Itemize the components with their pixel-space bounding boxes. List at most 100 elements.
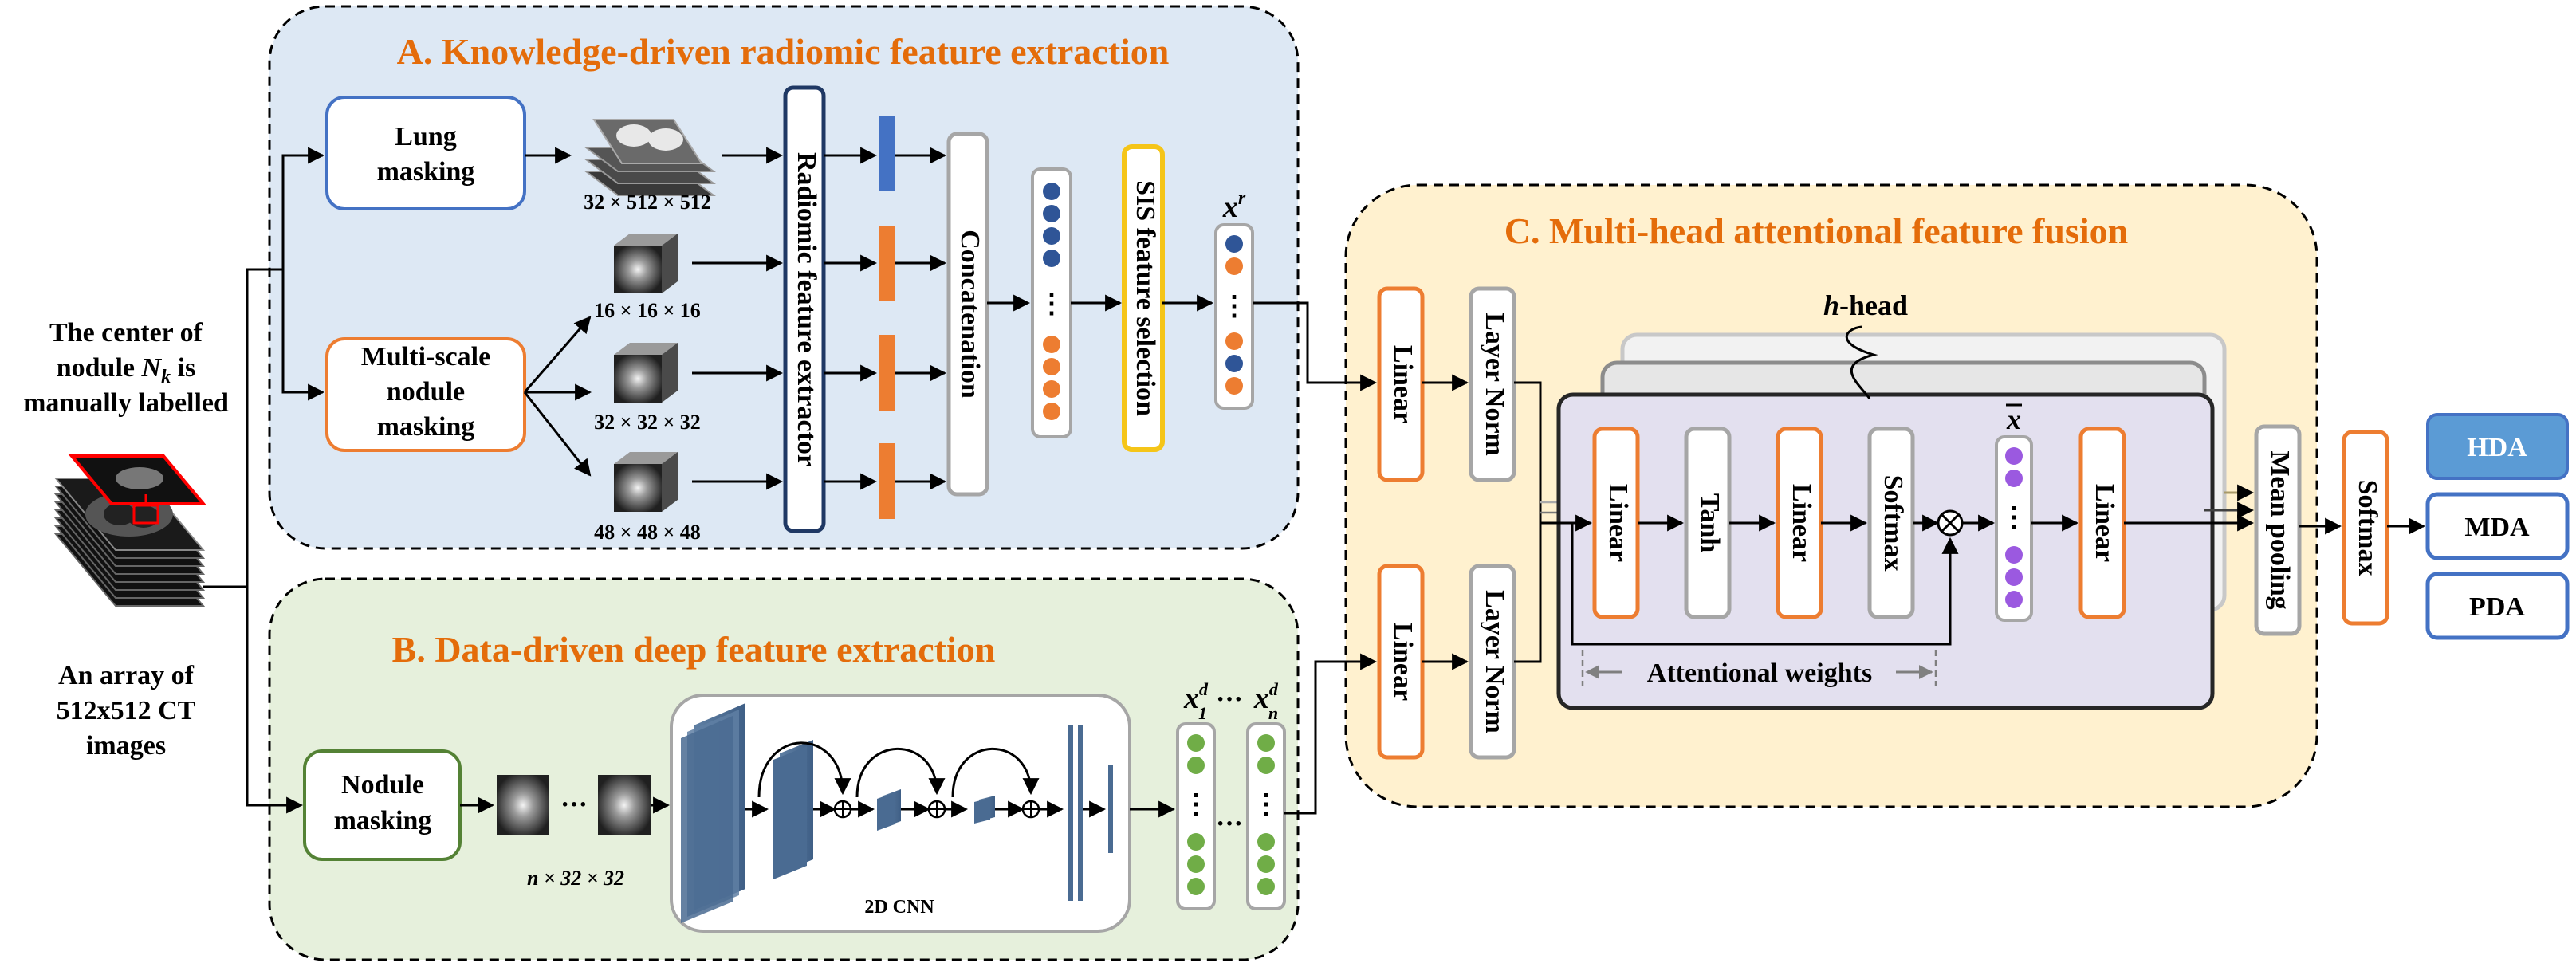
array-label-line2: 512x512 CT [57,696,196,725]
x1d-vector: ⋮ [1176,722,1216,910]
linear-top-box: Linear [1377,286,1425,482]
feature-bar-lung [879,116,895,191]
svg-text:Multi-scale: Multi-scale [361,342,490,371]
nodule-slice-n [598,775,651,835]
svg-text:MDA: MDA [2464,513,2530,542]
attentional-weights-label: Attentional weights [1647,658,1872,688]
mean-pooling-box: Mean pooling [2254,424,2302,636]
cnn-container: 2D CNN [670,694,1131,933]
panel-c-title: C. Multi-head attentional feature fusion [1504,210,2128,251]
ct-slices [53,478,206,607]
linear-bottom-box: Linear [1377,564,1425,760]
svg-text:Radiomic feature extractor: Radiomic feature extractor [792,152,821,466]
concat-vector: ⋮ [1031,167,1072,438]
nodule-highlight-slice [68,454,207,505]
svg-text:Linear: Linear [1388,345,1418,423]
final-softmax-box: Softmax [2342,430,2389,626]
svg-text:Linear: Linear [1787,484,1816,562]
h-head-brace [1845,325,1878,399]
class-pda: PDA [2425,572,2570,640]
concatenation-box: Concatenation [946,132,989,497]
ct-stack-icon [53,454,207,607]
svg-text:Layer Norm: Layer Norm [1480,590,1509,733]
lung-dims: 32 × 512 × 512 [584,191,711,214]
slice-dims: n × 32 × 32 [527,867,624,890]
svg-text:⋮: ⋮ [1221,292,1248,321]
svg-text:Softmax: Softmax [2353,480,2382,576]
svg-text:⋮: ⋮ [1253,790,1280,820]
lung-volume-icon [584,119,716,196]
dots-between-vectors: ··· [1216,685,1243,714]
svg-text:Mean pooling: Mean pooling [2265,450,2295,609]
xr-label: xr [1222,188,1246,224]
svg-text:⋮: ⋮ [2000,503,2027,533]
dims-48: 48 × 48 × 48 [594,521,701,544]
xbar-vector: ⋮ [1995,435,2033,622]
svg-text:nodule: nodule [387,377,465,407]
cnn-layer-block-1 [681,703,745,923]
nodule-cube-16 [614,234,678,293]
array-label-line3: images [86,731,166,761]
flatten-bar-2 [1078,725,1083,901]
nodule-masking-box: Nodule masking [303,749,462,861]
array-label-line1: An array of [58,661,195,690]
svg-text:⋮: ⋮ [1182,790,1209,820]
xr-vector: ⋮ [1214,223,1254,410]
svg-text:Softmax: Softmax [1878,475,1908,572]
nodule-slice-1 [497,775,549,835]
cnn-label: 2D CNN [864,897,934,918]
lung-masking-box: Lung masking [325,96,526,210]
dims-32: 32 × 32 × 32 [594,411,701,434]
cnn-layer-block-3 [877,789,901,831]
dims-16: 16 × 16 × 16 [594,299,701,322]
svg-text:masking: masking [334,806,432,835]
cnn-layer-block-2 [773,740,813,879]
head-tanh: Tanh [1684,427,1732,619]
svg-text:masking: masking [377,157,475,187]
svg-text:Layer Norm: Layer Norm [1480,313,1509,456]
feature-bar-32 [879,335,895,411]
svg-text:Concatenation: Concatenation [955,230,985,399]
h-head-label: h-head [1823,289,1908,321]
multiscale-masking-box: Multi-scale nodule masking [325,337,526,452]
svg-text:Linear: Linear [2090,484,2119,562]
input-trunk-line [203,268,283,588]
svg-text:SIS feature selection: SIS feature selection [1131,180,1160,416]
cnn-layer-block-4 [974,796,995,824]
slice-ellipsis: ··· [560,790,588,820]
svg-text:Nodule: Nodule [341,770,424,800]
vector-gap-dots: ··· [1216,809,1243,839]
center-label-line2: nodule Nk is [57,353,196,387]
xbar-label: x [2006,403,2021,435]
class-mda: MDA [2425,492,2570,560]
class-hda: HDA [2426,413,2569,480]
svg-text:Tanh: Tanh [1695,493,1725,552]
radiomic-extractor-box: Radiomic feature extractor [783,85,826,533]
nodule-cube-32 [614,343,678,403]
panel-b-title: B. Data-driven deep feature extraction [392,629,996,670]
svg-text:Lung: Lung [395,122,457,151]
svg-text:Linear: Linear [1388,623,1418,701]
feature-bar-48 [879,443,895,519]
sis-selection-box: SIS feature selection [1122,144,1165,452]
svg-text:⋮: ⋮ [1038,289,1065,319]
svg-text:masking: masking [377,412,475,442]
feature-bar-16 [879,226,895,301]
head-linear-1: Linear [1592,427,1640,619]
head-linear-2: Linear [1776,427,1823,619]
nodule-cube-48 [614,452,678,512]
flatten-bar-1 [1068,725,1073,901]
svg-text:PDA: PDA [2469,592,2525,622]
center-label-line3: manually labelled [23,388,229,418]
panel-a-title: A. Knowledge-driven radiomic feature ext… [397,31,1170,72]
fc-bar [1108,765,1113,853]
center-label-line1: The center of [49,318,203,348]
head-softmax: Softmax [1867,427,1915,619]
svg-text:Linear: Linear [1603,484,1633,562]
layernorm-bottom-box: Layer Norm [1469,564,1516,760]
layernorm-top-box: Layer Norm [1469,286,1516,482]
head-linear-3: Linear [2078,427,2126,619]
